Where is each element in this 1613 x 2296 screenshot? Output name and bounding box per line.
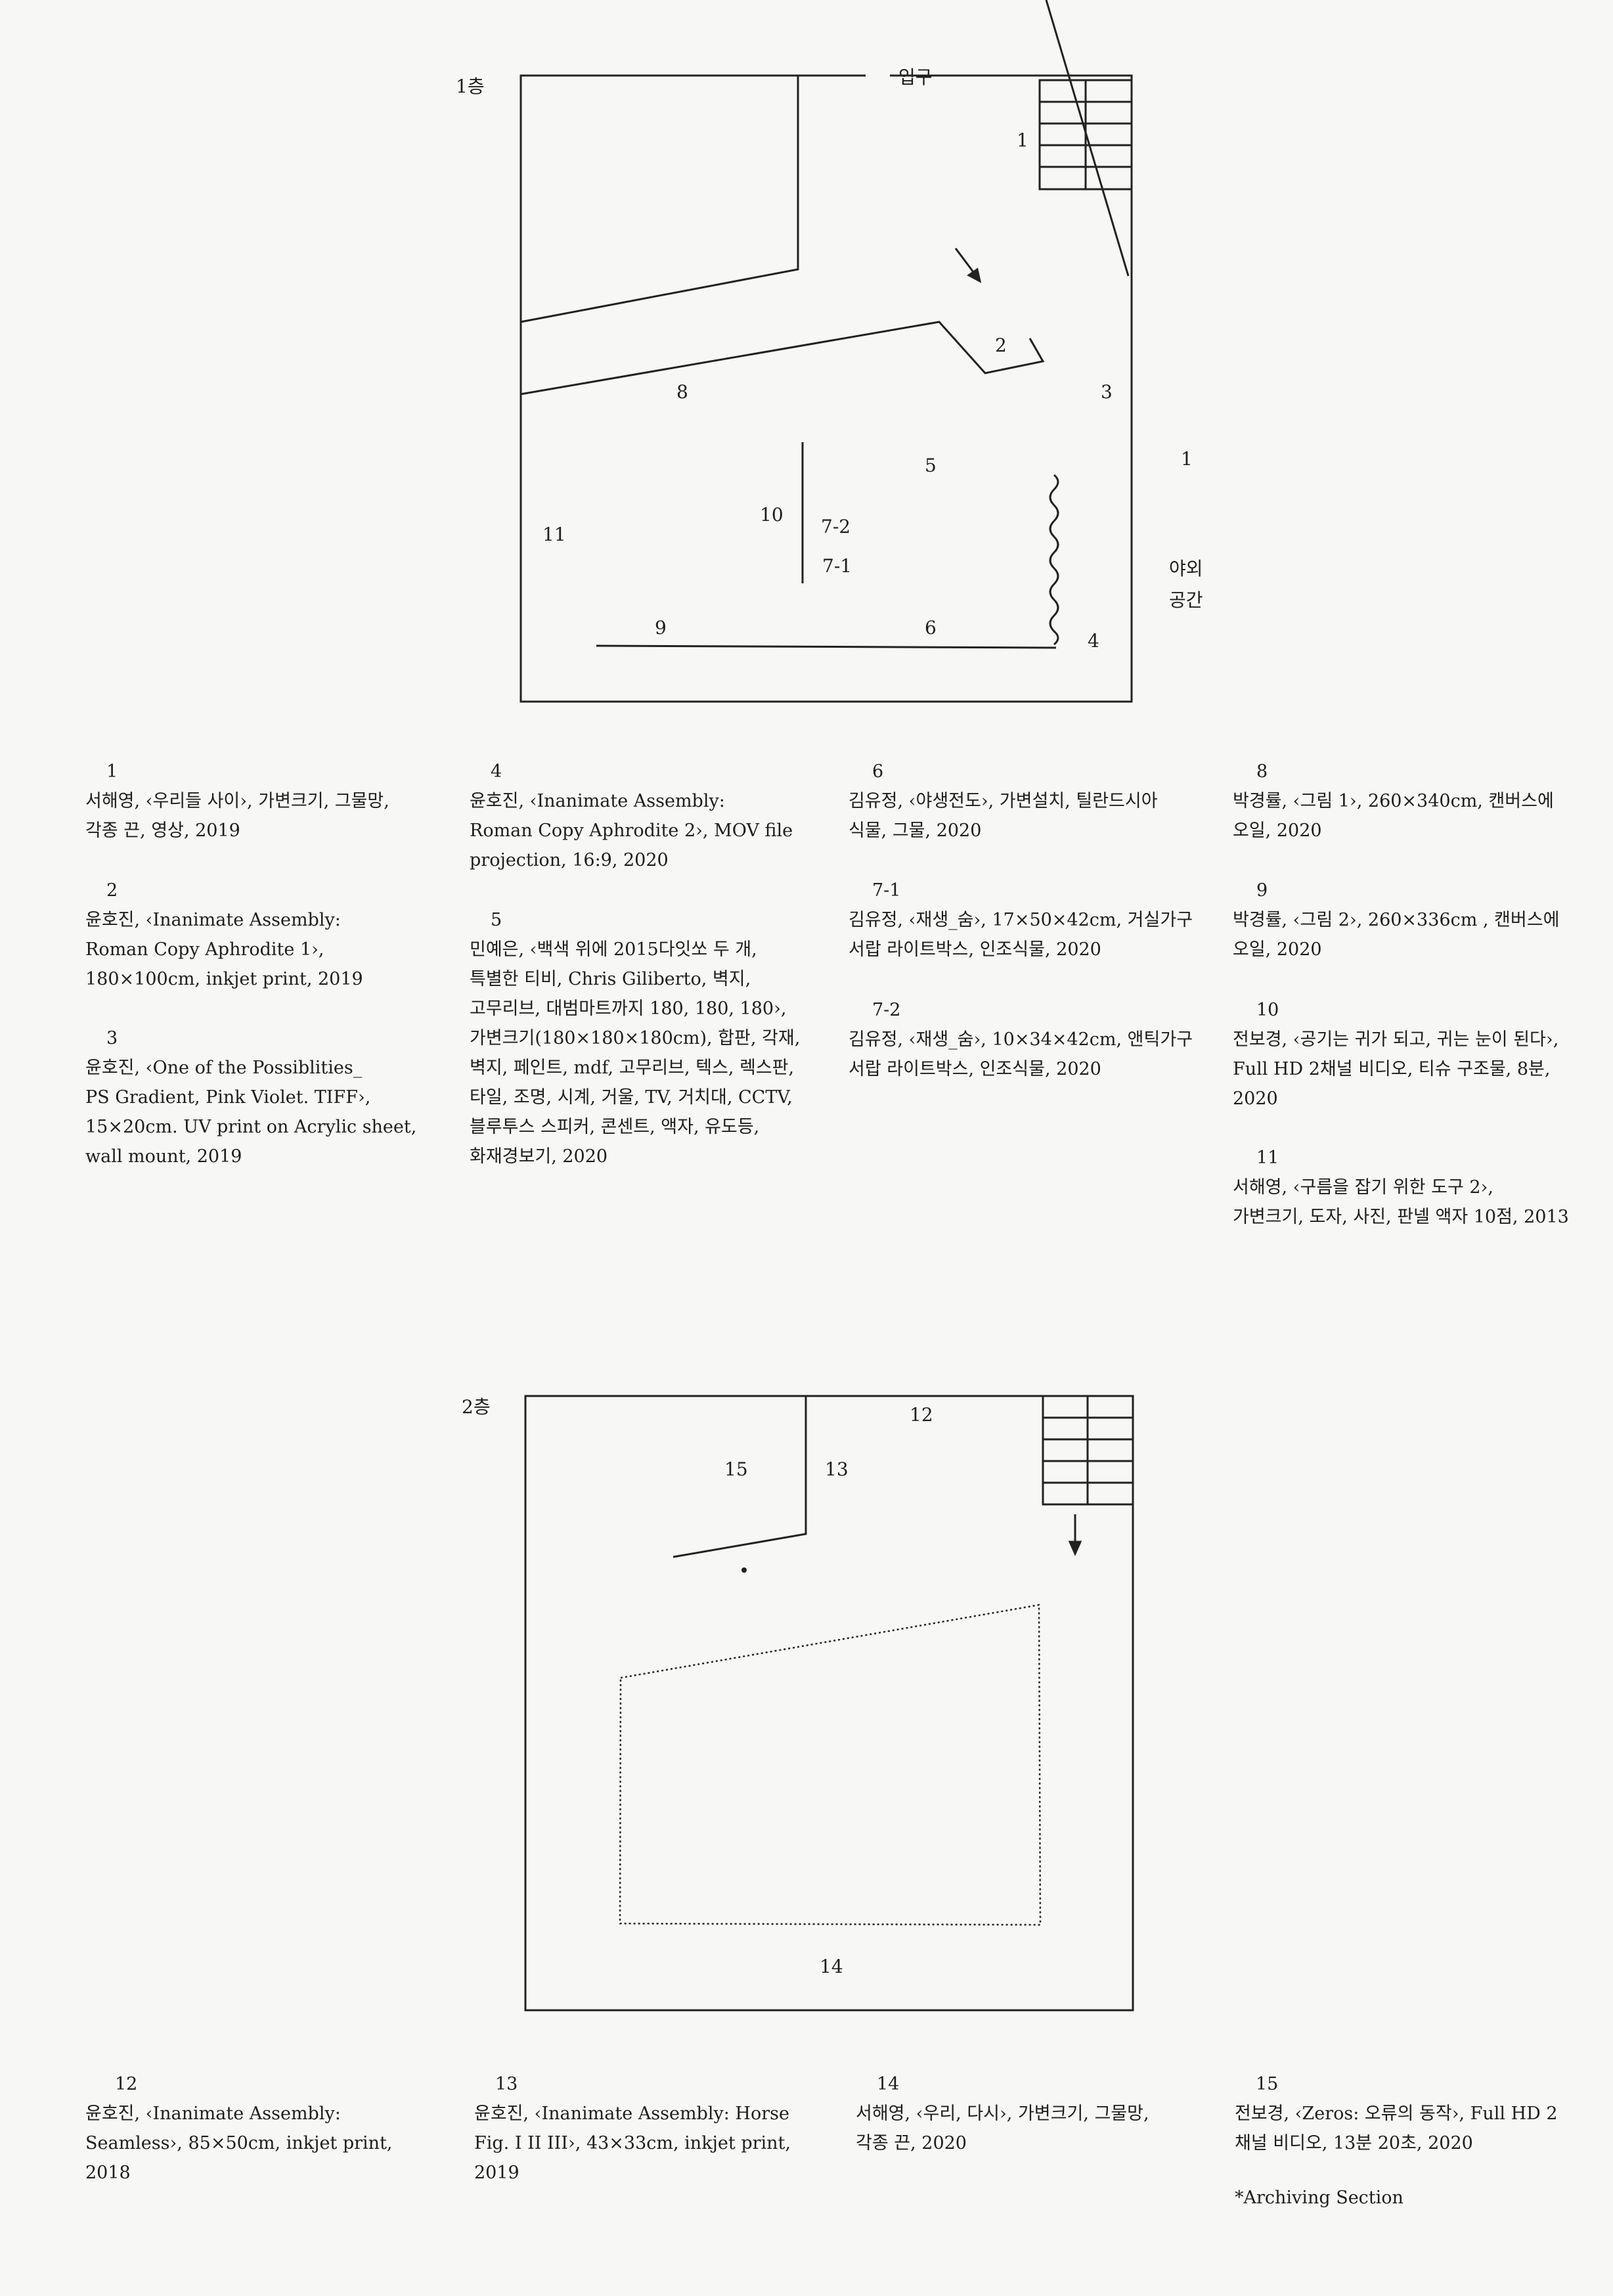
floor1-partition-wall	[520, 321, 1045, 395]
caption-text: 윤호진, ‹One of the Possiblities_ PS Gradie…	[85, 1058, 417, 1167]
caption-text: 서해영, ‹우리들 사이›, 가변크기, 그물망, 각종 끈, 영상, 2019	[85, 791, 389, 841]
caption-number: 9	[1256, 880, 1268, 901]
caption-number: 14	[877, 2074, 900, 2094]
caption-10: 10 전보경, ‹공기는 귀가 되고, 귀는 눈이 된다›, Full HD 2…	[1233, 995, 1558, 1114]
marker-7-1: 7-1	[822, 555, 852, 577]
floor1-stairs	[1038, 79, 1133, 191]
marker-13: 13	[825, 1458, 849, 1480]
caption-number: 1	[106, 761, 118, 782]
floor1-title: 1층	[456, 76, 485, 97]
caption-number: 7-2	[872, 1000, 901, 1020]
caption-8: 8 박경률, ‹그림 1›, 260×340cm, 캔버스에 오일, 2020	[1233, 757, 1554, 845]
caption-text: 윤호진, ‹Inanimate Assembly: Horse Fig. I I…	[474, 2104, 791, 2183]
caption-2: 2 윤호진, ‹Inanimate Assembly: Roman Copy A…	[85, 876, 363, 994]
marker-6: 6	[925, 617, 937, 639]
caption-number: 3	[106, 1028, 118, 1048]
caption-3: 3 윤호진, ‹One of the Possiblities_ PS Grad…	[85, 1024, 416, 1171]
marker-10: 10	[760, 504, 784, 526]
caption-number: 12	[115, 2074, 138, 2094]
caption-text: 김유정, ‹야생전도›, 가변설치, 틸란드시아 식물, 그물, 2020	[849, 791, 1158, 841]
caption-9: 9 박경률, ‹그림 2›, 260×336cm , 캔버스에 오일, 2020	[1233, 876, 1559, 964]
marker-1-outdoor: 1	[1181, 448, 1193, 470]
floor1-outer-wall	[519, 74, 1133, 703]
caption-number: 15	[1256, 2074, 1279, 2094]
marker-8: 8	[676, 381, 688, 403]
marker-4: 4	[1088, 630, 1099, 652]
outdoor-space-label: 야외 공간	[1169, 558, 1203, 611]
marker-5: 5	[925, 455, 937, 476]
caption-7-1: 7-1 김유정, ‹재생_숨›, 17×50×42cm, 거실가구 서랍 라이트…	[849, 876, 1193, 964]
marker-15: 15	[724, 1458, 748, 1480]
floor1-right-wall	[1045, 0, 1130, 277]
caption-number: 10	[1256, 1000, 1279, 1020]
caption-text: 윤호진, ‹Inanimate Assembly: Seamless›, 85×…	[85, 2104, 393, 2183]
caption-text: 박경률, ‹그림 2›, 260×336cm , 캔버스에 오일, 2020	[1233, 910, 1560, 960]
caption-number: 2	[106, 880, 118, 901]
caption-number: 11	[1256, 1148, 1279, 1168]
floor2-outer-wall	[524, 1395, 1134, 2012]
floor1-plan	[519, 0, 1133, 703]
marker-14: 14	[820, 1956, 843, 1977]
caption-5: 5 민예은, ‹백색 위에 2015다잇쏘 두 개, 특별한 티비, Chris…	[470, 905, 800, 1171]
marker-11: 11	[542, 524, 566, 545]
marker-7-2: 7-2	[821, 516, 851, 537]
floor1-wall-9-6	[596, 644, 1057, 649]
caption-13: 13 윤호진, ‹Inanimate Assembly: Horse Fig. …	[474, 2069, 791, 2188]
marker-2: 2	[995, 334, 1007, 356]
floor1-room-wall	[520, 76, 799, 323]
floor2-partition-wall	[673, 1396, 807, 1558]
caption-text: 전보경, ‹Zeros: 오류의 동작›, Full HD 2 채널 비디오, …	[1235, 2104, 1558, 2153]
caption-number: 13	[495, 2074, 518, 2094]
caption-text: 서해영, ‹우리, 다시›, 가변크기, 그물망, 각종 끈, 2020	[856, 2104, 1149, 2153]
caption-number: 5	[491, 910, 502, 930]
caption-text: 서해영, ‹구름을 잡기 위한 도구 2›, 가변크기, 도자, 사진, 판넬 …	[1233, 1177, 1569, 1227]
caption-text: 윤호진, ‹Inanimate Assembly: Roman Copy Aph…	[470, 791, 793, 870]
down-arrow-icon	[1068, 1514, 1082, 1556]
marker-9: 9	[655, 617, 667, 639]
caption-text: 박경률, ‹그림 1›, 260×340cm, 캔버스에 오일, 2020	[1233, 791, 1554, 841]
entrance-arrow-icon	[954, 248, 982, 283]
floor2-title: 2층	[462, 1396, 491, 1418]
caption-text: 민예은, ‹백색 위에 2015다잇쏘 두 개, 특별한 티비, Chris G…	[470, 939, 801, 1167]
caption-7-2: 7-2 김유정, ‹재생_숨›, 10×34×42cm, 앤틱가구 서랍 라이트…	[849, 995, 1193, 1084]
caption-14: 14 서해영, ‹우리, 다시›, 가변크기, 그물망, 각종 끈, 2020	[856, 2069, 1149, 2158]
caption-number: 4	[491, 761, 502, 782]
caption-number: 6	[872, 761, 884, 782]
caption-text: 전보경, ‹공기는 귀가 되고, 귀는 눈이 된다›, Full HD 2채널 …	[1233, 1029, 1559, 1109]
caption-number: 8	[1256, 761, 1268, 782]
archiving-dot-marker	[741, 1567, 747, 1573]
marker-1: 1	[1017, 129, 1028, 151]
caption-6: 6 김유정, ‹야생전도›, 가변설치, 틸란드시아 식물, 그물, 2020	[849, 757, 1158, 845]
floor1-curtain	[1049, 474, 1059, 646]
caption-1: 1 서해영, ‹우리들 사이›, 가변크기, 그물망, 각종 끈, 영상, 20…	[85, 757, 389, 845]
caption-text: 김유정, ‹재생_숨›, 10×34×42cm, 앤틱가구 서랍 라이트박스, …	[849, 1029, 1193, 1079]
marker-3: 3	[1101, 381, 1113, 403]
caption-number: 7-1	[872, 880, 901, 901]
archiving-area-outline	[619, 1604, 1042, 1926]
caption-12: 12 윤호진, ‹Inanimate Assembly: Seamless›, …	[85, 2069, 393, 2188]
caption-11: 11 서해영, ‹구름을 잡기 위한 도구 2›, 가변크기, 도자, 사진, …	[1233, 1143, 1569, 1232]
marker-12: 12	[910, 1404, 933, 1426]
floor2-stairs	[1042, 1395, 1134, 1506]
caption-text: 윤호진, ‹Inanimate Assembly: Roman Copy Aph…	[85, 910, 363, 989]
caption-text: 김유정, ‹재생_숨›, 17×50×42cm, 거실가구 서랍 라이트박스, …	[849, 910, 1193, 960]
archiving-section-note: *Archiving Section	[1235, 2188, 1403, 2208]
caption-15: 15 전보경, ‹Zeros: 오류의 동작›, Full HD 2 채널 비디…	[1235, 2069, 1558, 2158]
caption-4: 4 윤호진, ‹Inanimate Assembly: Roman Copy A…	[470, 757, 793, 875]
entrance-label: 입구	[898, 66, 933, 88]
